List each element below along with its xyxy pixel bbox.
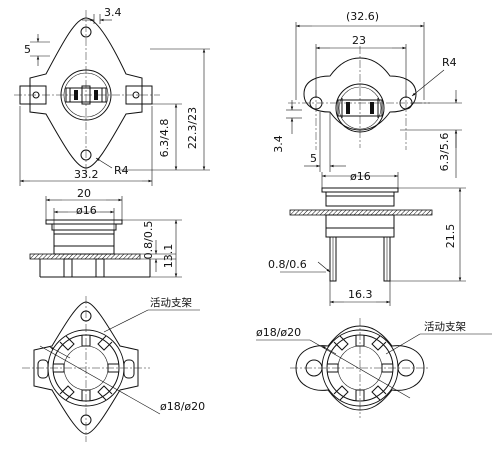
tl-height-label: 22.3/23 <box>186 107 199 149</box>
tr-left-dim-label: 3.4 <box>272 135 285 153</box>
top-right-plan-view: (32.6) 23 R4 3.4 5 6.3/5.6 <box>272 10 462 178</box>
middle-right-side-view: ø16 21.5 0.8/0.6 16.3 <box>268 170 466 306</box>
mr-pin-spacing-label: 16.3 <box>348 288 373 301</box>
ml-diameter-label: ø16 <box>76 204 97 217</box>
tl-half-height-label: 6.3/4.8 <box>158 119 171 158</box>
top-left-plan-view: 3.4 5 22.3/23 6.3/4.8 R4 33.2 <box>14 6 210 186</box>
bottom-right-bottom-view: ø18/ø20 活动支架 <box>256 318 492 418</box>
tl-radius-label: R4 <box>114 164 129 177</box>
middle-left-side-view: 20 ø16 0.8/0.5 13.1 <box>29 187 182 278</box>
tr-hole-spacing-label: 23 <box>352 34 366 47</box>
tr-radius-label: R4 <box>442 56 457 69</box>
ml-height-label: 13.1 <box>162 244 175 269</box>
tl-overall-width-label: 33.2 <box>74 168 99 181</box>
mr-height-label: 21.5 <box>444 224 457 249</box>
mr-diameter-label: ø16 <box>350 170 371 183</box>
br-diameter-label: ø18/ø20 <box>256 326 301 339</box>
tr-half-height-label: 6.3/5.6 <box>438 133 451 172</box>
mr-thickness-label: 0.8/0.6 <box>268 258 307 271</box>
bottom-left-bottom-view: 活动支架 ø18/ø20 <box>22 296 205 442</box>
ml-flange-label: 0.8/0.5 <box>142 221 155 260</box>
bl-diameter-label: ø18/ø20 <box>160 400 205 413</box>
ml-width-label: 20 <box>77 187 91 200</box>
br-bracket-label: 活动支架 <box>424 321 466 333</box>
tl-top-width-label: 3.4 <box>104 6 122 19</box>
tr-tab-width-label: 5 <box>310 152 317 165</box>
tl-tab-height-label: 5 <box>24 43 31 56</box>
tr-overall-width-label: (32.6) <box>346 10 379 23</box>
bl-bracket-label: 活动支架 <box>150 297 192 309</box>
